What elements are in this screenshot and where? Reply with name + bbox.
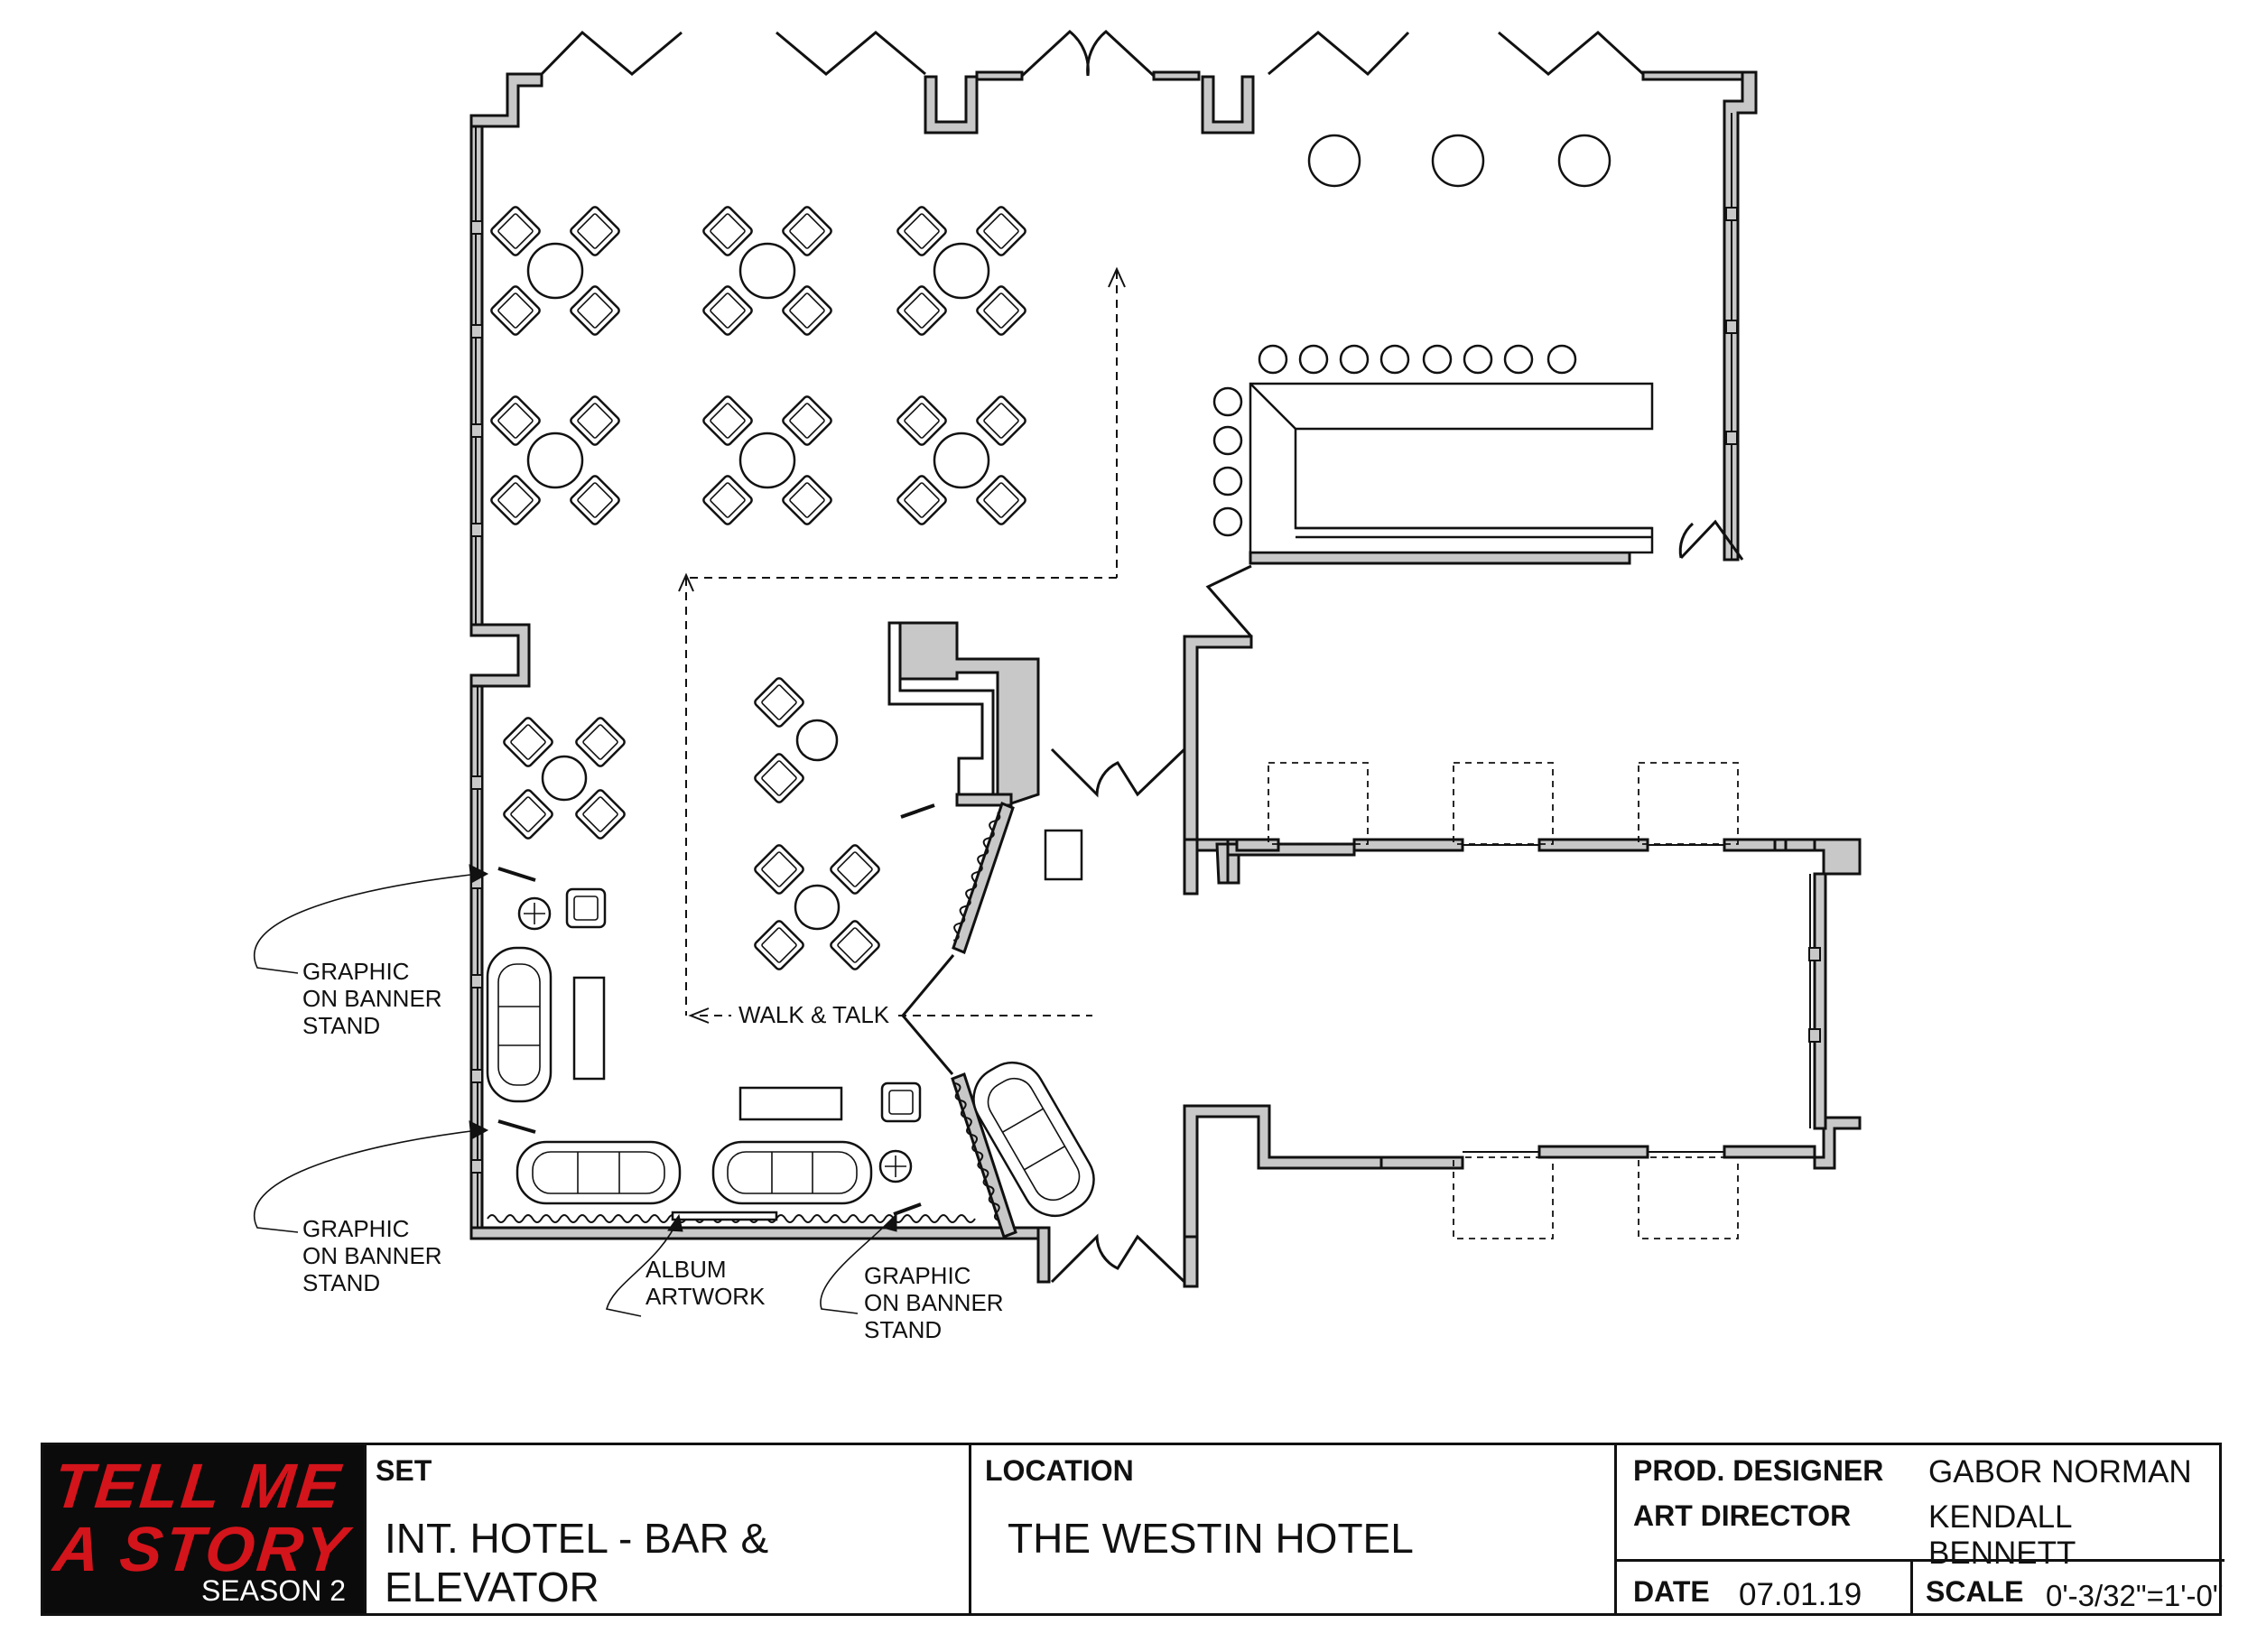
svg-text:ON BANNER: ON BANNER (302, 985, 442, 1012)
svg-text:ON BANNER: ON BANNER (864, 1289, 1004, 1316)
walls (469, 70, 1862, 1288)
location-cell: LOCATION THE WESTIN HOTEL (969, 1445, 1614, 1613)
path-arrows (678, 266, 1126, 1024)
walk-and-talk-path (685, 271, 1118, 1016)
prod-designer-value: GABOR NORMAN (1928, 1454, 2192, 1490)
set-value: INT. HOTEL - BAR & ELEVATOR (385, 1515, 769, 1610)
date-label: DATE (1633, 1575, 1710, 1608)
show-logo: TELL ME A STORY SEASON 2 (43, 1445, 364, 1613)
location-label: LOCATION (985, 1454, 1134, 1487)
callout-banner-3: GRAPHIC ON BANNER STAND (864, 1262, 1004, 1343)
art-director-label: ART DIRECTOR (1633, 1499, 1852, 1532)
svg-text:STAND: STAND (864, 1316, 942, 1343)
table-group (702, 395, 833, 526)
round-high-tables (1307, 134, 1611, 188)
svg-text:GRAPHIC: GRAPHIC (302, 958, 409, 985)
set-cell: SET INT. HOTEL - BAR & ELEVATOR (364, 1445, 969, 1613)
callout-banner-2: GRAPHIC ON BANNER STAND (302, 1215, 442, 1296)
table-group (490, 206, 621, 337)
dining-tables (490, 206, 1027, 972)
svg-text:ALBUM: ALBUM (646, 1256, 727, 1283)
table-group (702, 206, 833, 337)
window-mullions (470, 207, 1821, 1174)
windows (475, 113, 1811, 1228)
svg-text:STAND: STAND (302, 1012, 380, 1039)
title-block: TELL ME A STORY SEASON 2 SET INT. HOTEL … (41, 1443, 2224, 1616)
svg-text:ON BANNER: ON BANNER (302, 1242, 442, 1269)
svg-text:GRAPHIC: GRAPHIC (864, 1262, 971, 1289)
logo-line-1: TELL ME (50, 1451, 347, 1521)
folding-doors (540, 30, 1645, 78)
lounge-furniture (486, 803, 1095, 1221)
logo-line-2: A STORY (50, 1514, 354, 1584)
table-group (896, 395, 1027, 526)
walk-and-talk-label: WALK & TALK (738, 1001, 890, 1028)
callout-arrowheads (469, 864, 897, 1232)
table-group (752, 842, 882, 972)
callout-banner-1: GRAPHIC ON BANNER STAND (302, 958, 442, 1039)
scale-divider (1910, 1559, 1913, 1613)
location-value: THE WESTIN HOTEL (1008, 1515, 1414, 1562)
callout-leaders (253, 873, 895, 1317)
table-group (501, 715, 627, 841)
table-group (896, 206, 1027, 337)
svg-text:ARTWORK: ARTWORK (646, 1283, 766, 1310)
svg-text:STAND: STAND (302, 1269, 380, 1296)
bar-counter (1249, 382, 1654, 554)
set-label: SET (376, 1454, 432, 1487)
elevators (1268, 762, 1739, 1239)
table-group (752, 675, 839, 805)
season-label: SEASON 2 (200, 1574, 346, 1607)
credits-divider (1617, 1559, 2224, 1562)
art-director-value: KENDALL BENNETT (1928, 1499, 2076, 1571)
prod-designer-label: PROD. DESIGNER (1633, 1454, 1884, 1487)
credits-cell: PROD. DESIGNER GABOR NORMAN ART DIRECTOR… (1614, 1445, 2224, 1613)
svg-text:GRAPHIC: GRAPHIC (302, 1215, 409, 1242)
callout-album-artwork: ALBUM ARTWORK (646, 1256, 766, 1310)
table-group (490, 395, 621, 526)
scale-label: SCALE (1926, 1575, 2024, 1608)
scale-value: 0'-3/32"=1'-0" (2046, 1579, 2224, 1612)
date-value: 07.01.19 (1739, 1577, 1862, 1612)
